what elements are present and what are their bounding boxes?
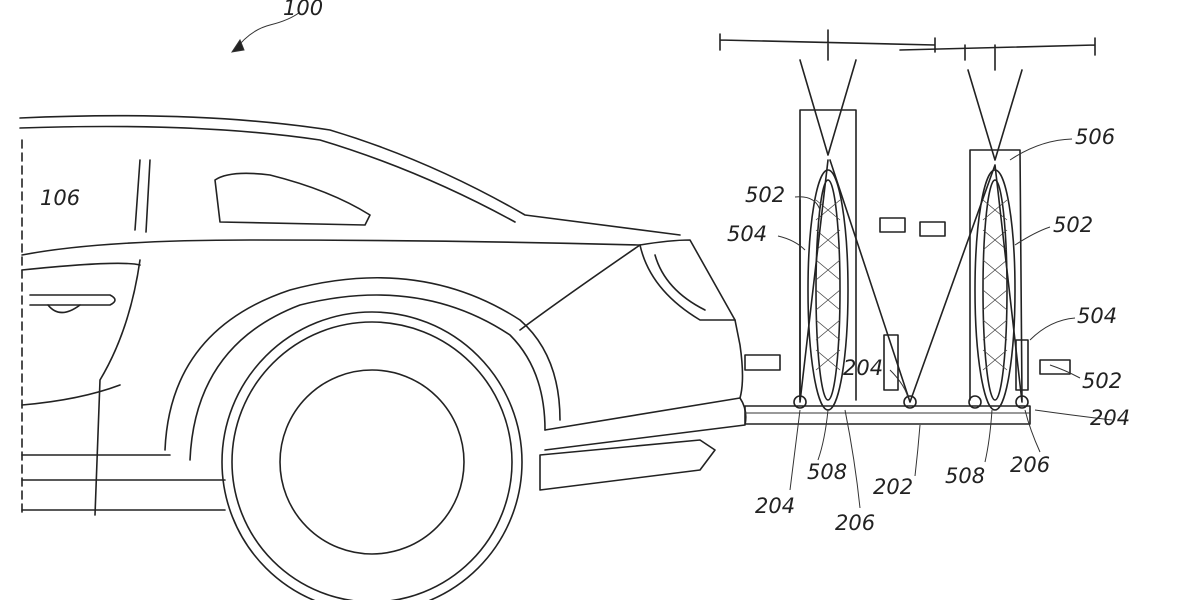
vehicle-drawing: [19, 114, 747, 600]
ref-label-502: 502: [1082, 369, 1123, 393]
ref-label-502: 502: [745, 183, 786, 207]
leader-lines: [230, 11, 1113, 509]
ref-label-206: 206: [835, 511, 876, 535]
ref-label-506: 506: [1075, 125, 1116, 149]
ref-label-204: 204: [1090, 406, 1131, 430]
ref-label-504: 504: [727, 222, 768, 246]
ref-label-504: 504: [1077, 304, 1118, 328]
ref-label-502: 502: [1053, 213, 1094, 237]
hitch-rack-drawing: [744, 395, 1031, 425]
ref-label-206: 206: [1010, 453, 1051, 477]
ref-label-204: 204: [843, 356, 884, 380]
ref-label-204: 204: [755, 494, 796, 518]
ref-label-100: 100: [283, 0, 324, 20]
ref-label-508: 508: [945, 464, 986, 488]
bicycles-drawing: [719, 29, 1096, 411]
ref-label-106: 106: [40, 186, 81, 210]
ref-label-202: 202: [873, 475, 914, 499]
ref-label-508: 508: [807, 460, 848, 484]
